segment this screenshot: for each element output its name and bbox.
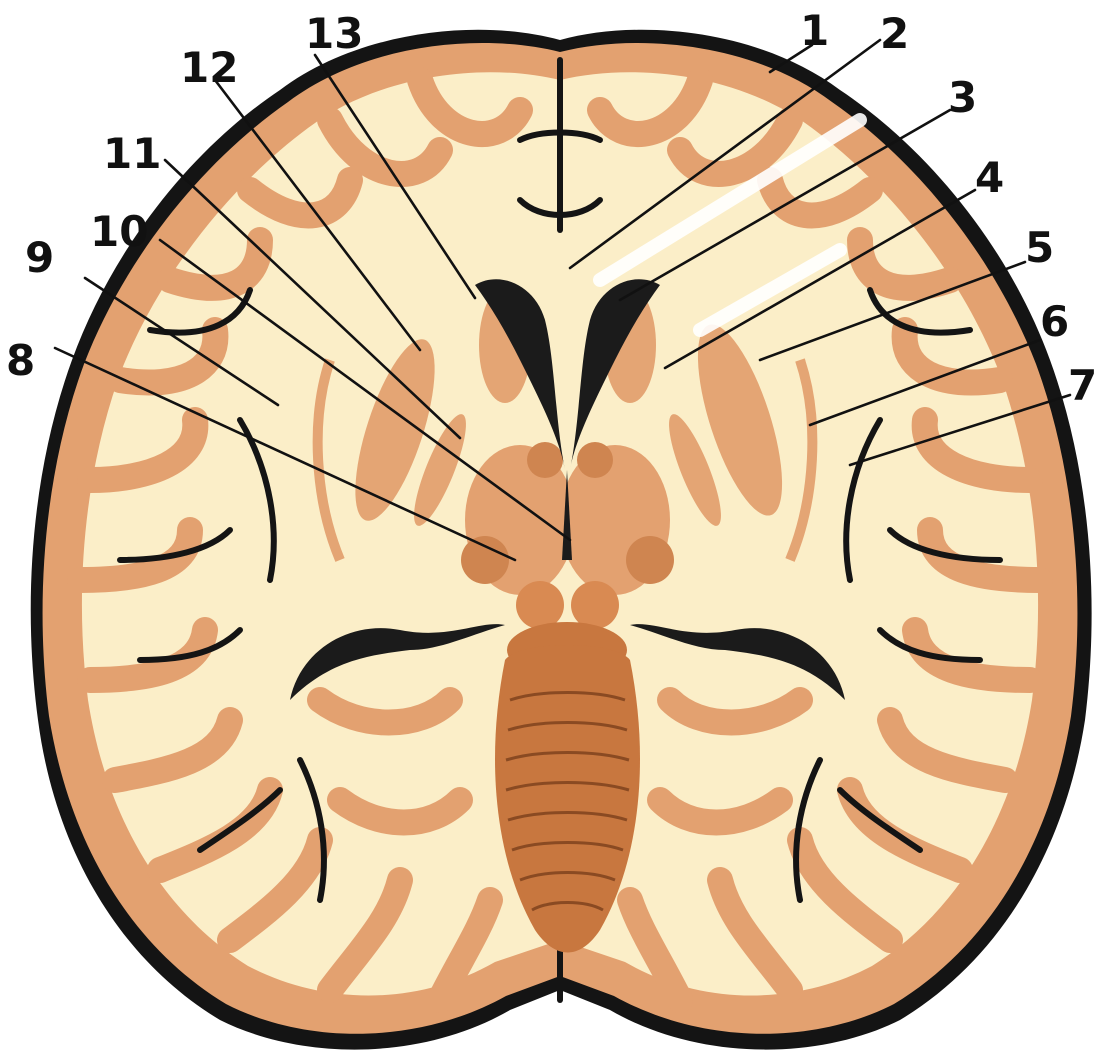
label-13: 13 [305, 9, 363, 58]
label-6: 6 [1040, 297, 1069, 346]
label-1: 1 [800, 6, 829, 55]
label-7: 7 [1068, 361, 1097, 410]
label-2: 2 [880, 9, 909, 58]
label-4: 4 [975, 153, 1004, 202]
label-9: 9 [25, 233, 54, 282]
label-3: 3 [948, 73, 977, 122]
septum-pellucidum [565, 300, 568, 470]
label-12: 12 [180, 43, 238, 92]
label-5: 5 [1025, 223, 1054, 272]
label-8: 8 [6, 336, 35, 385]
label-10: 10 [90, 207, 148, 256]
label-11: 11 [103, 129, 161, 178]
